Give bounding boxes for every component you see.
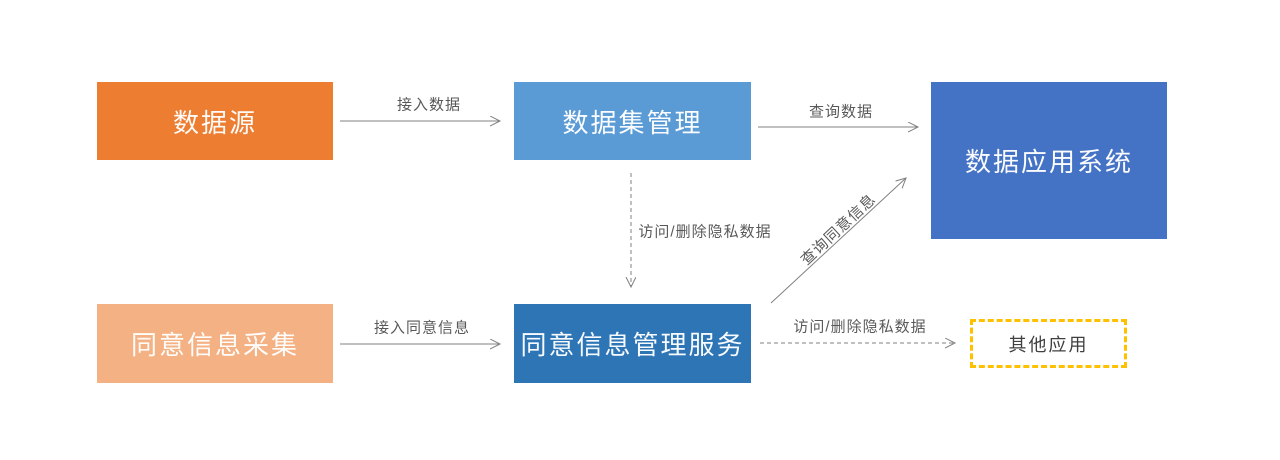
edge-label-access-consent-info: 接入同意信息 [373,319,471,337]
edge-query-consent-info [770,178,906,304]
edge-label-access-data: 接入数据 [396,96,462,114]
node-dataset-management: 数据集管理 [514,82,751,160]
node-data-application-system-label: 数据应用系统 [964,147,1133,177]
node-dataset-management-label: 数据集管理 [562,107,703,138]
node-data-application-system: 数据应用系统 [931,82,1167,239]
node-other-applications: 其他应用 [970,319,1127,368]
node-consent-management-service-label: 同意信息管理服务 [520,330,745,360]
edge-label-query-data: 查询数据 [808,103,874,121]
node-consent-collection-label: 同意信息采集 [130,330,299,360]
node-data-source: 数据源 [97,82,333,160]
edge-label-access-delete-private: 访问/删除隐私数据 [638,223,772,241]
edge-label-access-delete-private-2: 访问/删除隐私数据 [793,318,927,336]
node-data-source-label: 数据源 [172,107,257,138]
node-consent-management-service: 同意信息管理服务 [514,304,751,383]
node-other-applications-label: 其他应用 [1008,334,1089,355]
node-consent-collection: 同意信息采集 [97,304,333,383]
